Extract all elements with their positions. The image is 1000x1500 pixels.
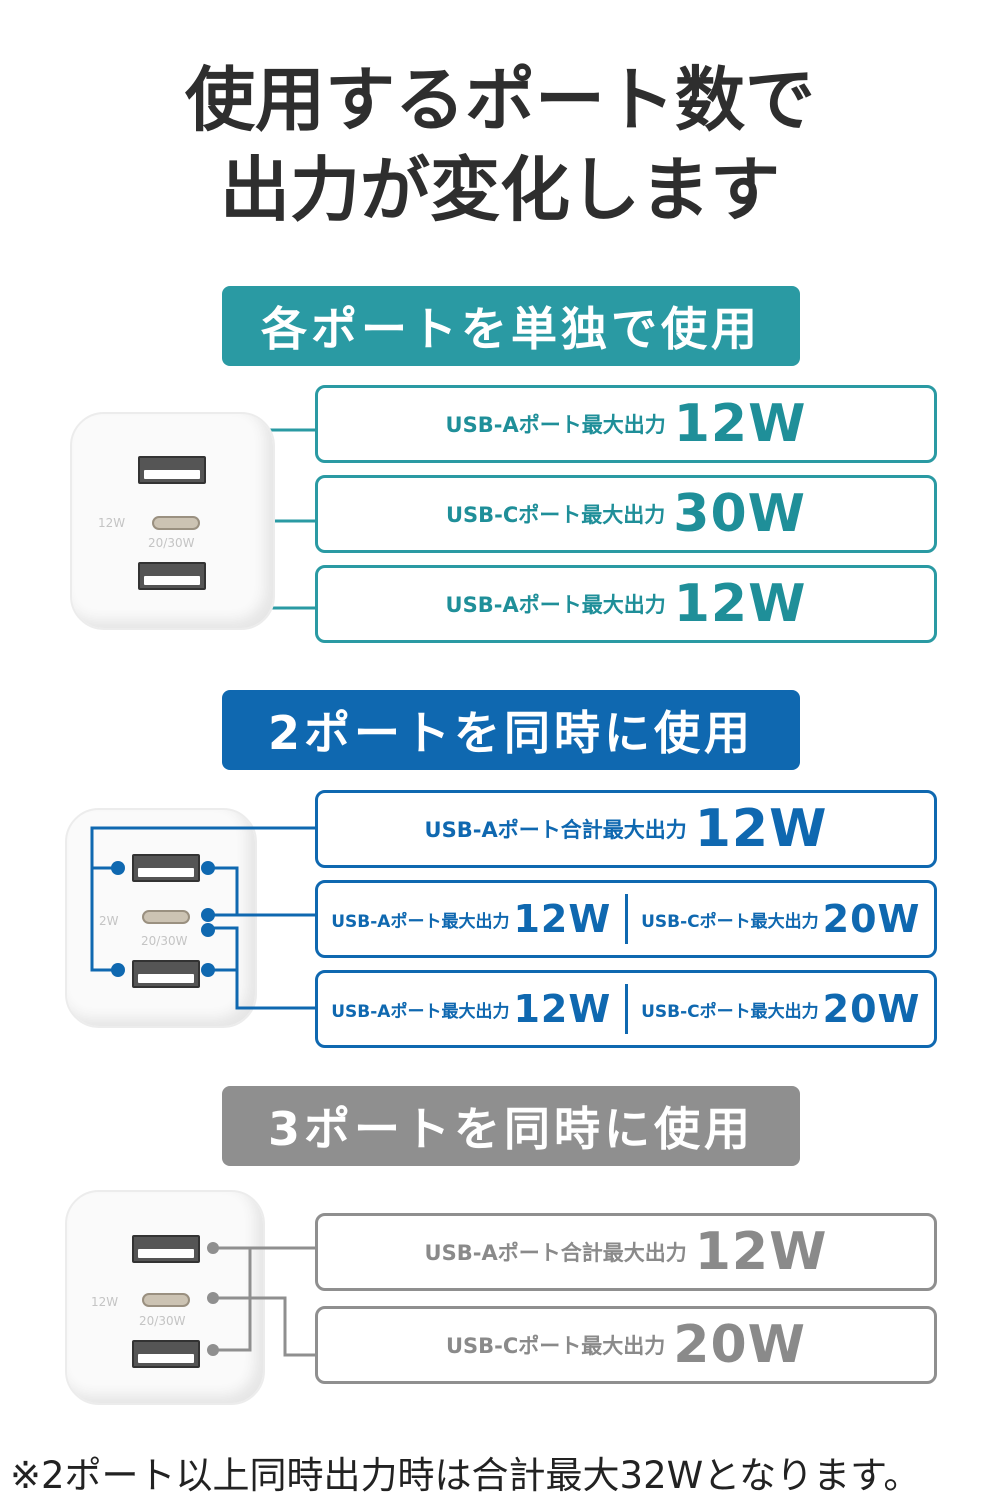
banner-single-port: 各ポートを単独で使用: [222, 286, 800, 366]
output-value: 20W: [822, 897, 921, 941]
banner-two-ports: 2ポートを同時に使用: [222, 690, 800, 770]
banner-three-ports: 3ポートを同時に使用: [222, 1086, 800, 1166]
output-row: USB-Cポート最大出力 20W: [315, 1306, 937, 1384]
output-label: USB-Aポート最大出力: [331, 911, 510, 932]
divider: [624, 983, 628, 1035]
output-value: 12W: [673, 574, 807, 634]
output-label: USB-Cポート最大出力: [641, 1001, 819, 1022]
output-row: USB-Aポート最大出力 12W: [315, 385, 937, 463]
output-value: 12W: [694, 1222, 828, 1282]
output-label: USB-Aポート合計最大出力: [424, 818, 687, 842]
output-label: USB-Cポート最大出力: [641, 911, 819, 932]
output-label: USB-Aポート最大出力: [445, 413, 666, 437]
page-title-line1: 使用するポート数で: [185, 59, 815, 141]
output-value: 20W: [673, 1315, 807, 1375]
output-label: USB-Cポート最大出力: [445, 503, 666, 527]
usb-c-rating: 20/30W: [148, 536, 195, 550]
output-value: 20W: [822, 987, 921, 1031]
output-label: USB-Aポート合計最大出力: [424, 1241, 687, 1265]
page-title-line2: 出力が変化します: [220, 149, 780, 231]
output-row: USB-Aポート合計最大出力 12W: [315, 790, 937, 868]
output-row: USB-Cポート最大出力 30W: [315, 475, 937, 553]
usb-a-rating: 12W: [98, 516, 126, 530]
output-label: USB-Aポート最大出力: [445, 593, 666, 617]
output-value: 12W: [513, 987, 612, 1031]
output-value: 12W: [694, 799, 828, 859]
output-label: USB-Cポート最大出力: [445, 1334, 666, 1358]
footnote: ※2ポート以上同時出力時は合計最大32Wとなります。: [10, 1454, 921, 1497]
output-row: USB-Aポート合計最大出力 12W: [315, 1213, 937, 1291]
output-label: USB-Aポート最大出力: [331, 1001, 510, 1022]
output-value: 12W: [673, 394, 807, 454]
output-value: 12W: [513, 897, 612, 941]
output-value: 30W: [673, 484, 807, 544]
usb-a-port-bottom: [138, 562, 206, 590]
output-row: USB-Aポート最大出力 12W: [315, 565, 937, 643]
charger-image: 12W 20/30W: [70, 412, 275, 630]
usb-a-port-top: [138, 456, 206, 484]
usb-c-port: [152, 516, 200, 530]
divider: [624, 893, 628, 945]
